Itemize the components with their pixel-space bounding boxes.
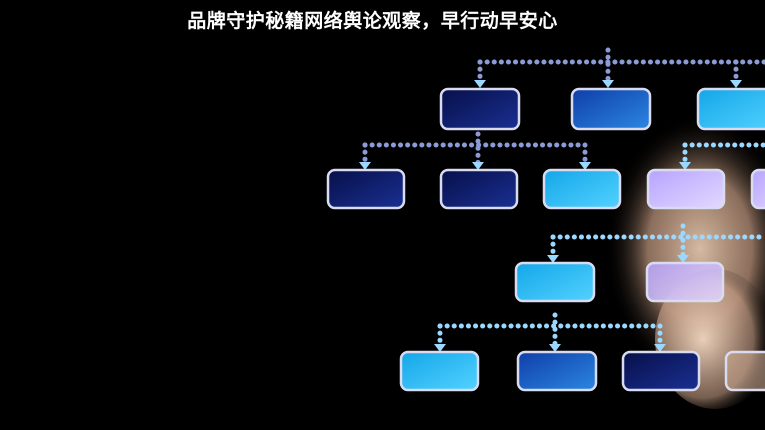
connector-lines-bottom [437, 142, 765, 351]
arrow-heads [359, 80, 742, 352]
org-nodes [326, 87, 765, 392]
page-title: 品牌守护秘籍网络舆论观察，早行动早安心 [187, 10, 558, 32]
connector-lines-top [362, 47, 765, 169]
org-chart-hand-photo [0, 34, 765, 430]
